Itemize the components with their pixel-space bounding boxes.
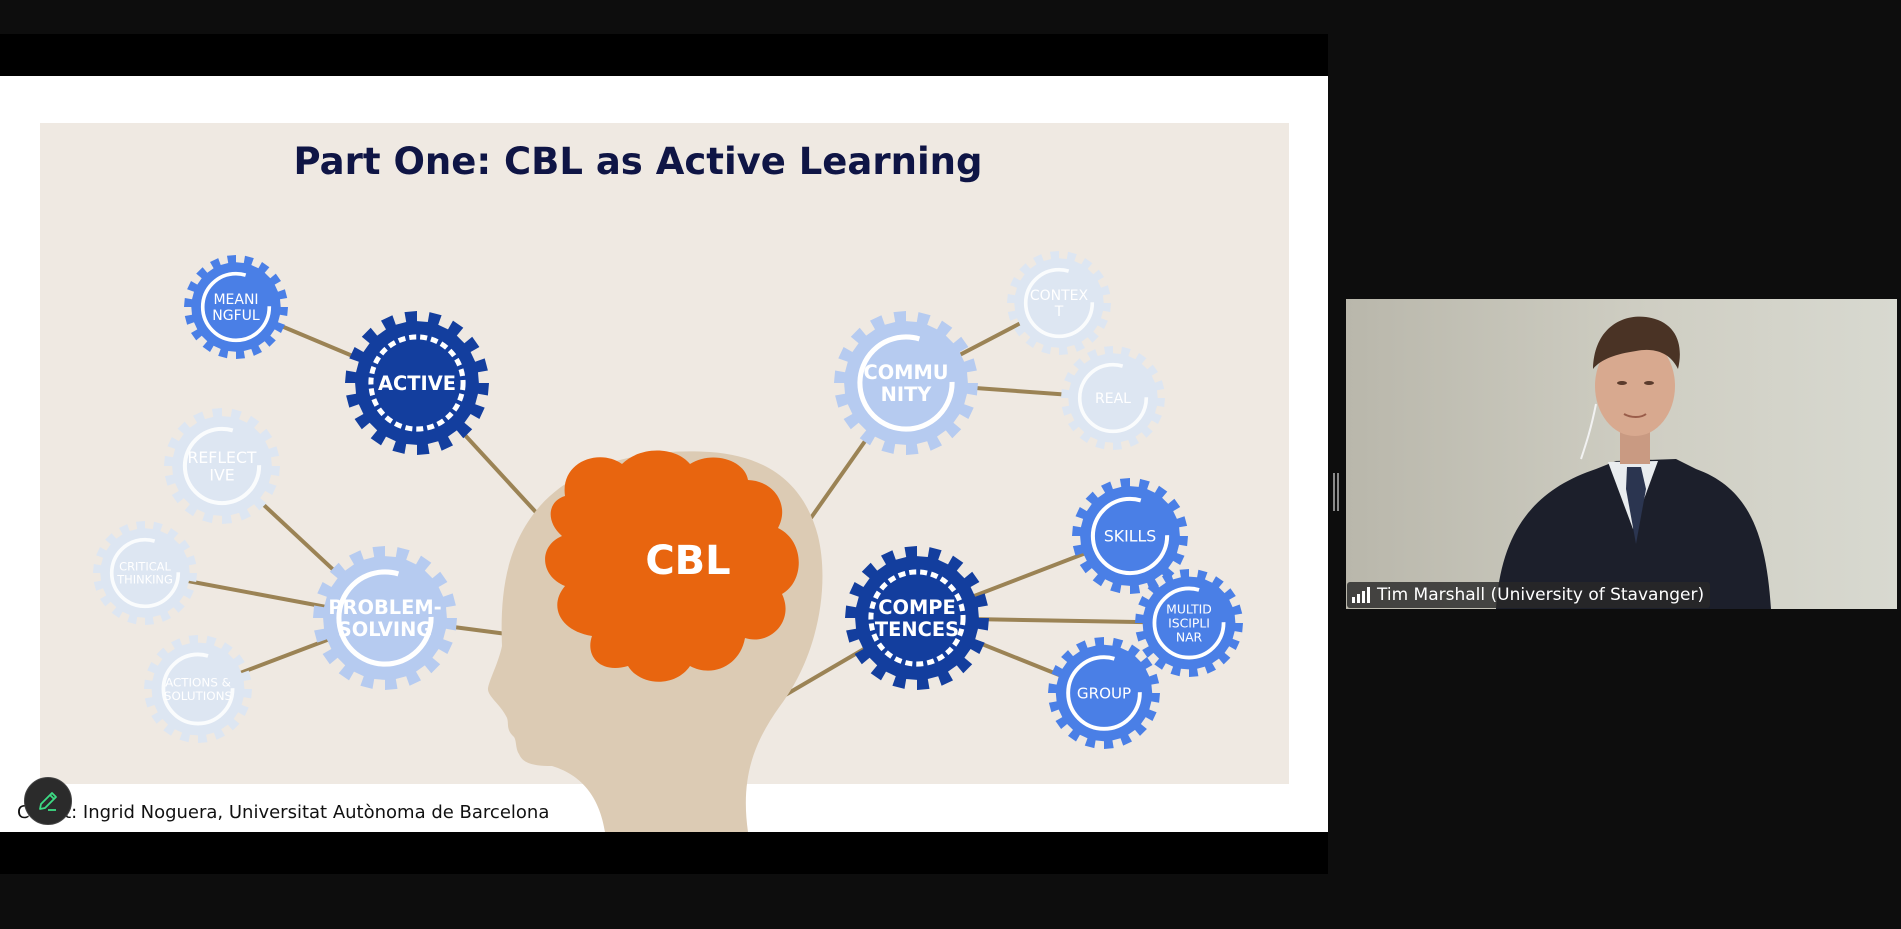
gear-label: CONTEX	[1030, 288, 1089, 304]
gear-ring	[868, 569, 966, 667]
gear-ring	[857, 334, 955, 432]
gear-skills: SKILLS	[1072, 478, 1188, 594]
gear-ring	[161, 652, 235, 726]
gear-active: ACTIVE	[345, 311, 489, 455]
gear-label: COMPE	[878, 596, 955, 619]
panel-resize-handle[interactable]	[1333, 473, 1339, 511]
gear-label: THINKING	[116, 573, 173, 587]
gear-label: NGFUL	[212, 308, 260, 324]
gear-ring	[1090, 496, 1170, 576]
gear-shape	[313, 546, 457, 690]
gear-shape	[144, 635, 252, 743]
gear-actions-solutions: ACTIONS &SOLUTIONS	[144, 635, 252, 743]
gear-label: TENCES	[875, 618, 959, 641]
gear-ring	[1066, 655, 1142, 731]
participant-video	[1346, 299, 1897, 609]
gear-ring	[109, 537, 181, 609]
gear-shape	[93, 521, 197, 625]
gear-ring	[336, 569, 434, 667]
gear-shape	[1007, 251, 1111, 355]
gear-label: NAR	[1176, 629, 1203, 644]
gear-label: ACTIONS &	[165, 676, 231, 690]
center-label: CBL	[645, 538, 730, 584]
gear-label: T	[1054, 304, 1064, 320]
gear-label: COMMU	[863, 361, 948, 384]
gear-shape	[164, 408, 280, 524]
brain-cbl	[545, 450, 799, 682]
gear-label: PROBLEM-	[328, 596, 441, 619]
slide-graphic: CBL MEANINGFULACTIVEREFLECTIVECRITICALTH…	[40, 123, 1289, 832]
gear-problem-solving: PROBLEM-SOLVING	[313, 546, 457, 690]
gear-label: SKILLS	[1104, 527, 1156, 546]
gear-ring	[1077, 362, 1149, 434]
gear-shape	[345, 311, 489, 455]
gear-label: MEANI	[213, 292, 258, 308]
gear-label: SOLUTIONS	[164, 689, 232, 703]
participant-name: Tim Marshall (University of Stavanger)	[1377, 585, 1705, 605]
gear-label: GROUP	[1077, 684, 1131, 702]
gear-shape	[184, 255, 288, 359]
gear-label: ISCIPLI	[1168, 615, 1210, 630]
gear-label: REAL	[1095, 391, 1131, 407]
gear-ring	[368, 334, 466, 432]
gear-label: CRITICAL	[119, 560, 171, 574]
annotate-button[interactable]	[24, 777, 72, 825]
gear-ring	[200, 271, 272, 343]
participant-name-tag: Tim Marshall (University of Stavanger)	[1347, 582, 1711, 608]
gear-group: GROUP	[1048, 637, 1160, 749]
gear-shape	[845, 546, 989, 690]
gear-label: IVE	[209, 465, 234, 484]
gear-ring	[1152, 586, 1226, 660]
gear-shape	[834, 311, 978, 455]
gear-real: REAL	[1061, 346, 1165, 450]
gear-label: NITY	[881, 383, 933, 406]
gear-ring	[182, 426, 262, 506]
gear-ring	[1023, 267, 1095, 339]
signal-strength-icon	[1352, 587, 1370, 603]
slide-title: Part One: CBL as Active Learning	[294, 140, 983, 183]
gear-label: SOLVING	[338, 618, 433, 641]
gear-label: MULTID	[1166, 602, 1212, 617]
gear-shape	[1061, 346, 1165, 450]
gear-label: REFLECT	[187, 448, 256, 467]
gear-shape	[1135, 569, 1243, 677]
gear-shape	[1048, 637, 1160, 749]
gear-shape	[1072, 478, 1188, 594]
slide-credit: Credit: Ingrid Noguera, Universitat Autò…	[17, 802, 550, 823]
pencil-icon	[39, 792, 57, 811]
gear-label: ACTIVE	[378, 372, 456, 395]
gear-group: MEANINGFULACTIVEREFLECTIVECRITICALTHINKI…	[93, 251, 1243, 749]
participant-video-tile[interactable]	[1346, 299, 1897, 609]
